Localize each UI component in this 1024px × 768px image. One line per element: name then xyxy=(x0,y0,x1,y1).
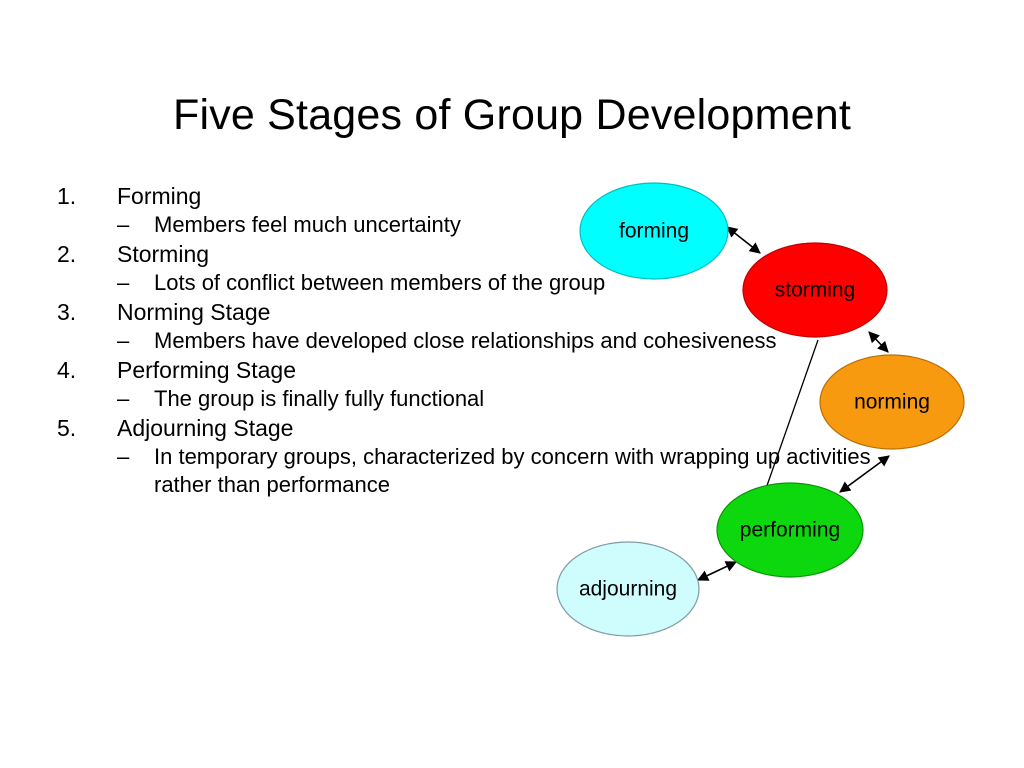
stage-detail: –Members have developed close relationsh… xyxy=(55,327,885,355)
stage-item-norming-stage: 3. Norming Stage xyxy=(55,297,885,327)
stage-ellipse-storming[interactable] xyxy=(742,242,888,338)
stage-detail-text: Members have developed close relationshi… xyxy=(154,328,777,353)
bullet-dash-icon: – xyxy=(117,386,130,411)
connector-performing-to-adjourning xyxy=(696,561,738,581)
stage-number: 3. xyxy=(57,299,77,325)
stage-node-adjourning[interactable]: adjourning xyxy=(556,541,700,637)
stage-block: 3.Norming Stage–Members have developed c… xyxy=(55,297,885,355)
stage-label: Storming xyxy=(117,241,210,267)
stage-node-forming[interactable]: forming xyxy=(579,182,729,280)
stage-detail-text: Lots of conflict between members of the … xyxy=(154,270,606,295)
stage-node-storming[interactable]: storming xyxy=(742,242,888,338)
bullet-dash-icon: – xyxy=(117,270,130,295)
stage-detail: –Lots of conflict between members of the… xyxy=(55,269,885,297)
stage-item-storming: 2. Storming xyxy=(55,239,885,269)
page-title: Five Stages of Group Development xyxy=(172,90,852,139)
stage-ellipse-adjourning[interactable] xyxy=(556,541,700,637)
stage-detail: –In temporary groups, characterized by c… xyxy=(55,443,885,499)
stage-ellipse-performing[interactable] xyxy=(716,482,864,578)
stage-label: Performing Stage xyxy=(117,357,296,383)
stage-detail: –The group is finally fully functional xyxy=(55,385,885,413)
stage-label: Adjourning Stage xyxy=(117,415,294,441)
stage-number: 5. xyxy=(57,415,77,441)
stage-node-norming[interactable]: norming xyxy=(819,354,965,450)
stage-ellipse-norming[interactable] xyxy=(819,354,965,450)
stage-number: 4. xyxy=(57,357,77,383)
bullet-dash-icon: – xyxy=(117,328,130,353)
stage-node-performing[interactable]: performing xyxy=(716,482,864,578)
stage-block: 5.Adjourning Stage–In temporary groups, … xyxy=(55,413,885,499)
bullet-dash-icon: – xyxy=(117,212,130,237)
stage-item-performing-stage: 4. Performing Stage xyxy=(55,355,885,385)
stage-label: Norming Stage xyxy=(117,299,271,325)
stage-detail-text: Members feel much uncertainty xyxy=(154,212,461,237)
stage-number: 1. xyxy=(57,183,77,209)
bullet-dash-icon: – xyxy=(117,444,130,469)
stage-block: 2.Storming–Lots of conflict between memb… xyxy=(55,239,885,297)
stage-block: 1.Forming–Members feel much uncertainty xyxy=(55,181,885,239)
stage-item-forming: 1. Forming xyxy=(55,181,885,211)
stage-block: 4.Performing Stage–The group is finally … xyxy=(55,355,885,413)
stage-number: 2. xyxy=(57,241,77,267)
stage-label: Forming xyxy=(117,183,202,209)
stage-item-adjourning-stage: 5. Adjourning Stage xyxy=(55,413,885,443)
stage-detail: –Members feel much uncertainty xyxy=(55,211,885,239)
stage-detail-text: The group is finally fully functional xyxy=(154,386,485,411)
stage-detail-text: In temporary groups, characterized by co… xyxy=(154,444,871,497)
stage-ellipse-forming[interactable] xyxy=(579,182,729,280)
